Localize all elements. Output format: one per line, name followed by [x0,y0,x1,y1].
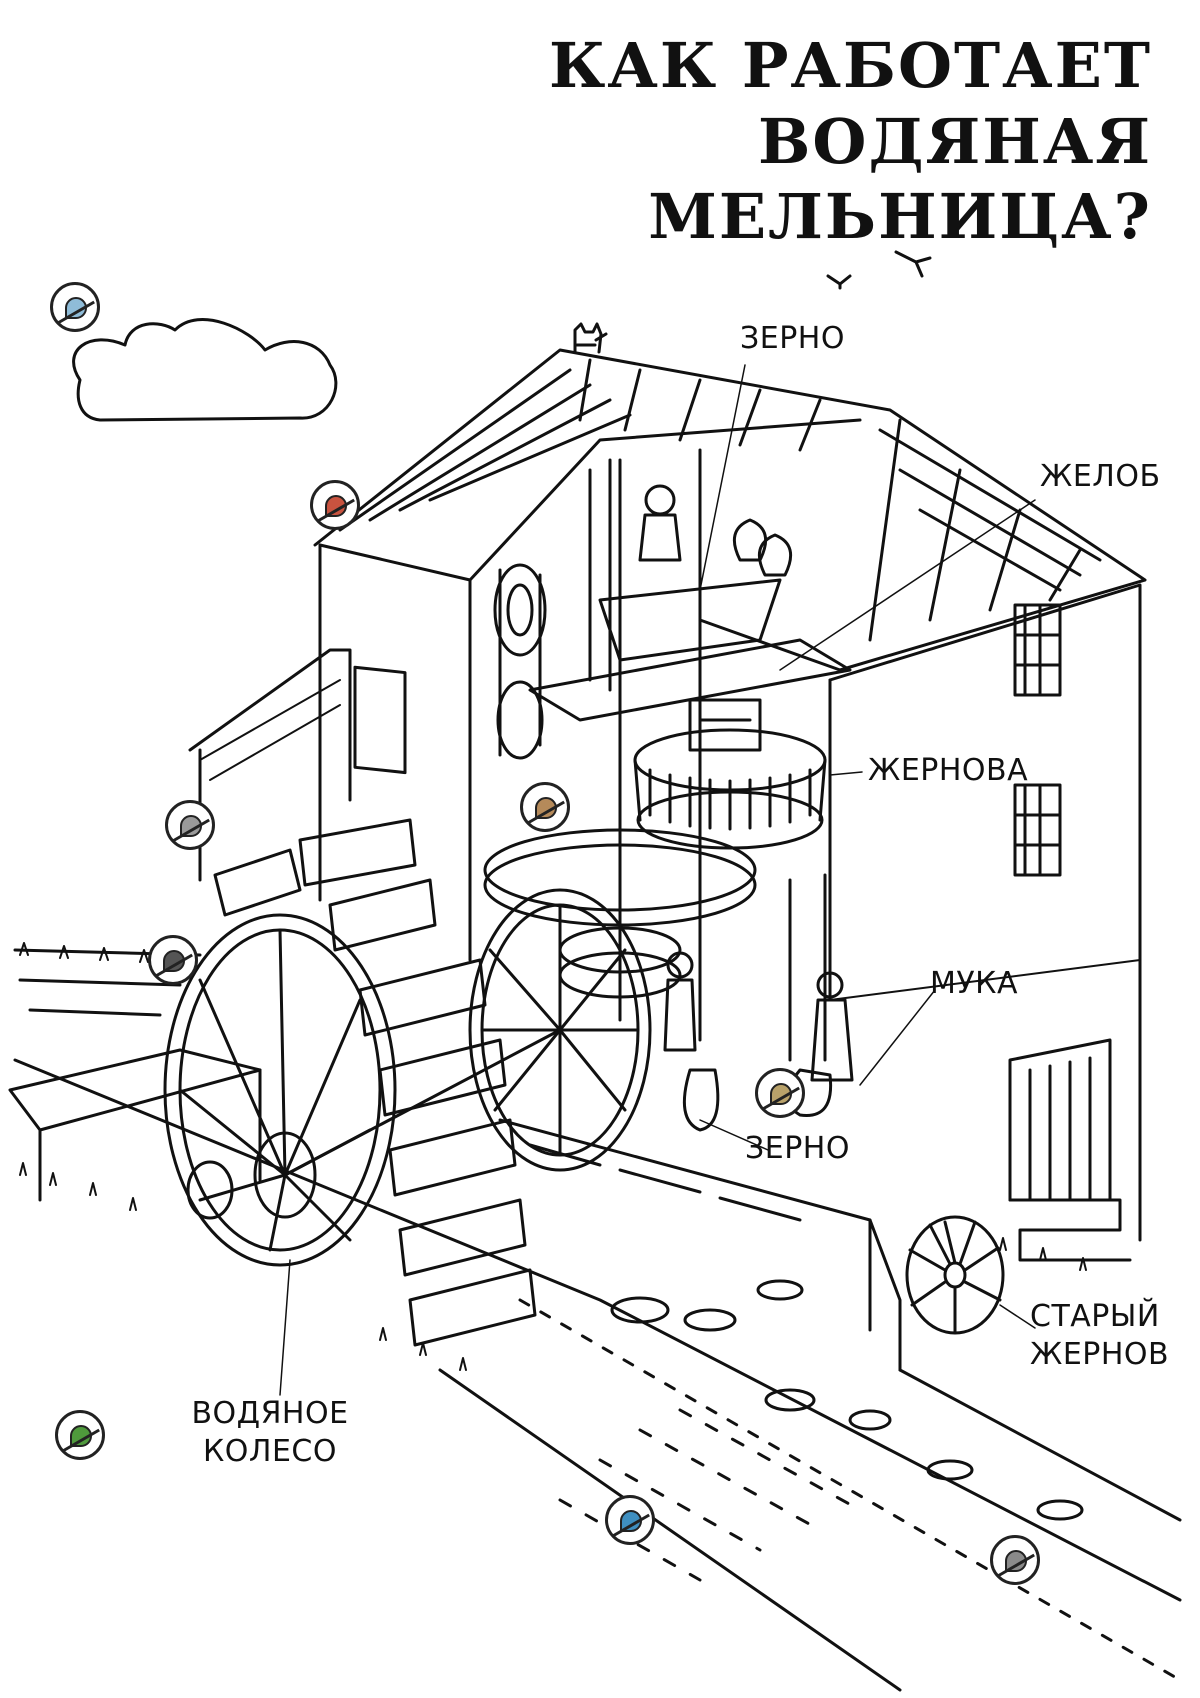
paint-marker-sky [50,282,100,332]
river-stones [610,1279,1084,1521]
old-millstone [905,1215,1005,1335]
page-title: Как работает водяная мельница? [392,28,1152,255]
pulleys [493,563,547,760]
label-water-wheel-line-2: КОЛЕСО [203,1433,337,1469]
label-old-millstone-line-2: ЖЕРНОВ [1030,1336,1170,1372]
flume [8,1048,262,1202]
paint-marker-wood [520,782,570,832]
paint-marker-stone [990,1535,1040,1585]
paint-marker-sack [755,1068,805,1118]
label-millstones: ЖЕРНОВА [868,753,1029,788]
label-old-millstone-line-1: СТАРЫЙ [1030,1299,1160,1334]
birds [826,250,932,290]
paint-marker-grass [55,1410,105,1460]
label-chute: ЖЕЛОБ [1040,459,1161,494]
millstones [633,698,827,850]
grass [19,942,1087,1371]
roof [313,348,1147,672]
leader-lines [279,364,1036,1396]
title-line-1: Как работает [548,29,1152,102]
cat [573,322,608,354]
title-line-2: водяная мельница? [648,104,1152,254]
label-flour: МУКА [930,966,1018,1001]
upper-floor [528,458,852,722]
label-water-wheel: ВОДЯНОЕ КОЛЕСО [190,1395,350,1470]
label-old-millstone: СТАРЫЙ ЖЕРНОВ [1030,1298,1169,1373]
paint-marker-wall [165,800,215,850]
back-wing [188,648,352,882]
paint-marker-dark [148,935,198,985]
paint-marker-roof [310,480,360,530]
label-grain-top: ЗЕРНО [740,321,845,356]
cloud [72,318,338,422]
paint-marker-water [605,1495,655,1545]
ground [13,948,1182,1692]
water-wheel [163,818,652,1347]
label-water-wheel-line-1: ВОДЯНОЕ [191,1396,349,1431]
mill-building [318,543,1142,1262]
shaft [788,873,827,1062]
label-grain-bottom: ЗЕРНО [745,1131,850,1166]
